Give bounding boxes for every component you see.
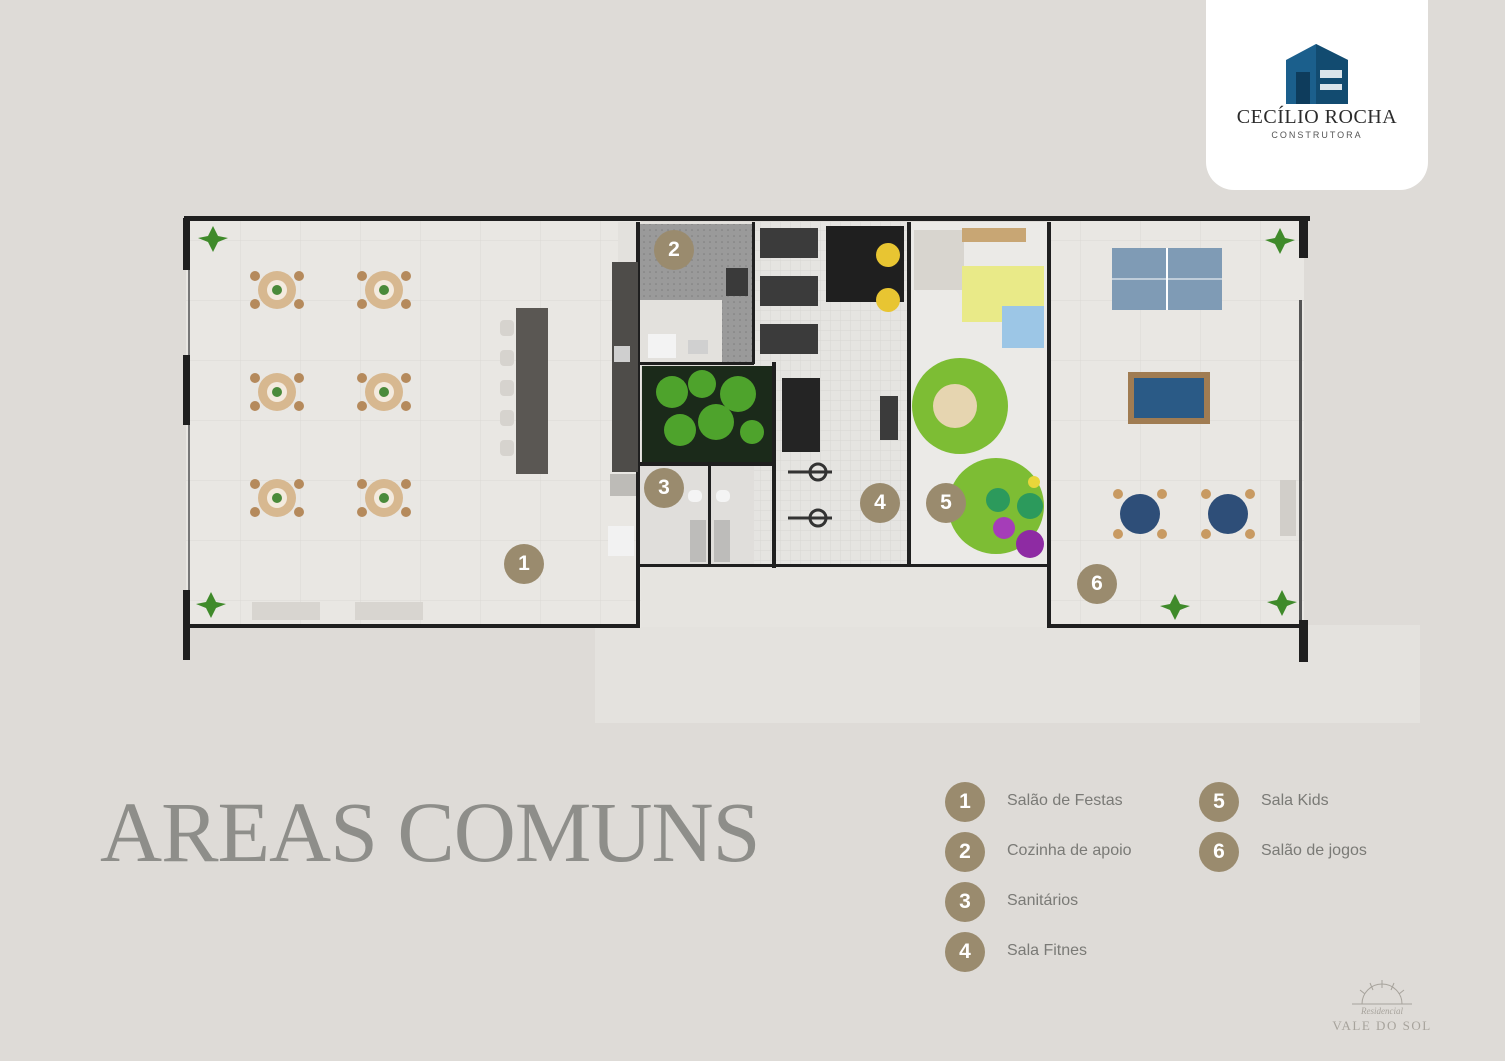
room-marker-3: 3 — [644, 468, 684, 508]
legend-label: Cozinha de apoio — [1007, 842, 1132, 859]
room-marker-4: 4 — [860, 483, 900, 523]
company-name: CECÍLIO ROCHA — [1236, 106, 1398, 128]
company-subtitle: CONSTRUTORA — [1271, 130, 1363, 140]
plant-icons — [196, 226, 1297, 620]
room-marker-1: 1 — [504, 544, 544, 584]
room-marker-2: 2 — [654, 230, 694, 270]
legend-label: Salão de jogos — [1261, 842, 1367, 859]
legend-label: Sala Kids — [1261, 792, 1329, 809]
bar-counter — [516, 308, 548, 474]
building-logo-icon — [1286, 44, 1348, 104]
legend-label: Salão de Festas — [1007, 792, 1123, 809]
legend-number: 6 — [1199, 832, 1239, 872]
logo-card: CECÍLIO ROCHA CONSTRUTORA — [1206, 0, 1428, 190]
room-marker-6: 6 — [1077, 564, 1117, 604]
legend-number: 3 — [945, 882, 985, 922]
games-tables — [1113, 489, 1255, 539]
dining-tables — [250, 271, 411, 517]
sunrise-icon — [1352, 980, 1412, 1005]
legend-number: 4 — [945, 932, 985, 972]
legend-number: 2 — [945, 832, 985, 872]
legend-number: 5 — [1199, 782, 1239, 822]
floor-plan — [183, 216, 1420, 723]
page-title: AREAS COMUNS — [100, 784, 760, 880]
room-salao-festas — [186, 220, 641, 628]
legend-label: Sanitários — [1007, 892, 1079, 909]
legend-number: 1 — [945, 782, 985, 822]
room-marker-5: 5 — [926, 483, 966, 523]
walkway — [595, 625, 1420, 723]
legend-label: Sala Fitnes — [1007, 942, 1088, 959]
brand-name: VALE DO SOL — [1332, 1018, 1432, 1033]
brand-script: Residencial — [1361, 1006, 1403, 1016]
